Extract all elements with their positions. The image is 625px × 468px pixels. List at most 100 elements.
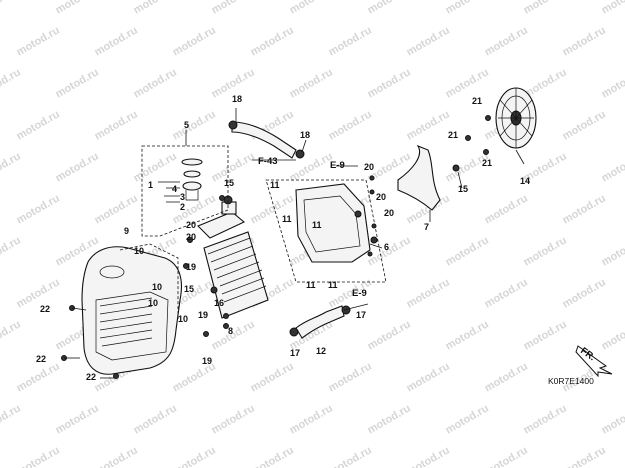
watermark-text: motod.ru — [288, 150, 335, 184]
callout-20: 20 — [384, 208, 394, 218]
callout-9: 9 — [124, 226, 129, 236]
callout-22: 22 — [40, 304, 50, 314]
watermark-text: motod.ru — [132, 402, 179, 436]
watermark-text: motod.ru — [93, 108, 140, 142]
callout-19: 19 — [186, 262, 196, 272]
callout-18: 18 — [232, 94, 242, 104]
watermark-text: motod.ru — [210, 318, 257, 352]
watermark-text: motod.ru — [483, 444, 530, 468]
callout-17: 17 — [356, 310, 366, 320]
callout-16: 16 — [214, 298, 224, 308]
watermark-text: motod.ru — [405, 276, 452, 310]
hardware-bolts — [61, 115, 491, 379]
watermark-text: motod.ru — [0, 0, 23, 17]
ref-f43-label: F-43 — [258, 156, 278, 167]
callout-1: 1 — [148, 180, 153, 190]
watermark-text: motod.ru — [54, 0, 101, 17]
watermark-text: motod.ru — [405, 444, 452, 468]
watermark-text: motod.ru — [0, 402, 23, 436]
reference-e9-bottom: E-9 — [352, 288, 367, 299]
watermark-text: motod.ru — [15, 276, 62, 310]
watermark-text: motod.ru — [561, 24, 608, 58]
reference-e9-top: E-9 — [330, 160, 345, 171]
watermark-text: motod.ru — [288, 66, 335, 100]
watermark-text: motod.ru — [210, 0, 257, 17]
watermark-text: motod.ru — [15, 192, 62, 226]
watermark-text: motod.ru — [171, 444, 218, 468]
watermark-text: motod.ru — [0, 66, 23, 100]
callout-11: 11 — [328, 280, 338, 290]
callout-7: 7 — [424, 222, 429, 232]
watermark-text: motod.ru — [249, 444, 296, 468]
cooling-fan — [495, 87, 537, 149]
leader-lines — [64, 108, 525, 379]
watermark-text: motod.ru — [483, 276, 530, 310]
reference-f43: F-43 — [258, 156, 278, 167]
watermark-text: motod.ru — [561, 276, 608, 310]
callout-14: 14 — [520, 176, 530, 186]
watermark-text: motod.ru — [0, 234, 23, 268]
watermark-text: motod.ru — [15, 360, 62, 394]
watermark-text: motod.ru — [522, 402, 569, 436]
upper-hose — [228, 120, 305, 159]
watermark-text: motod.ru — [444, 0, 491, 17]
callout-21: 21 — [482, 158, 492, 168]
watermark-text: motod.ru — [405, 360, 452, 394]
callout-15: 15 — [184, 284, 194, 294]
watermark-text: motod.ru — [132, 66, 179, 100]
watermark-text: motod.ru — [288, 0, 335, 17]
callout-10: 10 — [148, 298, 158, 308]
callout-22: 22 — [86, 372, 96, 382]
fan-shroud — [265, 179, 387, 283]
callout-12: 12 — [316, 346, 326, 356]
callout-22: 22 — [36, 354, 46, 364]
watermark-text: motod.ru — [54, 150, 101, 184]
callout-3: 3 — [180, 192, 185, 202]
watermark-text: motod.ru — [132, 0, 179, 17]
callout-20: 20 — [376, 192, 386, 202]
lower-hose — [289, 305, 351, 339]
callout-20: 20 — [186, 232, 196, 242]
watermark-text: motod.ru — [54, 66, 101, 100]
watermark-text: motod.ru — [483, 192, 530, 226]
watermark-text: motod.ru — [366, 402, 413, 436]
watermark-text: motod.ru — [366, 66, 413, 100]
callout-17: 17 — [290, 348, 300, 358]
watermark-text: motod.ru — [327, 360, 374, 394]
watermark-text: motod.ru — [366, 318, 413, 352]
callout-15: 15 — [458, 184, 468, 194]
watermark-text: motod.ru — [405, 108, 452, 142]
watermark-text: motod.ru — [483, 360, 530, 394]
watermark-text: motod.ru — [15, 444, 62, 468]
callout-2: 2 — [180, 202, 185, 212]
watermark-text: motod.ru — [561, 108, 608, 142]
watermark-text: motod.ru — [15, 24, 62, 58]
callout-10: 10 — [134, 246, 144, 256]
callout-6: 6 — [384, 242, 389, 252]
watermark-text: motod.ru — [405, 24, 452, 58]
watermark-text: motod.ru — [444, 318, 491, 352]
watermark-text: motod.ru — [327, 444, 374, 468]
watermark-text: motod.ru — [600, 318, 625, 352]
watermark-text: motod.ru — [483, 24, 530, 58]
watermark-text: motod.ru — [15, 108, 62, 142]
watermark-text: motod.ru — [522, 318, 569, 352]
watermark-text: motod.ru — [600, 0, 625, 17]
callout-21: 21 — [448, 130, 458, 140]
callout-10: 10 — [152, 282, 162, 292]
watermark-text: motod.ru — [561, 192, 608, 226]
watermark-text: motod.ru — [444, 402, 491, 436]
watermark-text: motod.ru — [600, 150, 625, 184]
watermark-text: motod.ru — [171, 24, 218, 58]
callout-10: 10 — [178, 314, 188, 324]
watermark-text: motod.ru — [600, 402, 625, 436]
radiator-core — [197, 195, 269, 319]
ref-e9-top-label: E-9 — [330, 160, 345, 171]
watermark-text: motod.ru — [600, 234, 625, 268]
watermark-text: motod.ru — [522, 0, 569, 17]
callout-19: 19 — [202, 356, 212, 366]
watermark-text: motod.ru — [210, 402, 257, 436]
callout-18: 18 — [300, 130, 310, 140]
callout-11: 11 — [306, 280, 316, 290]
